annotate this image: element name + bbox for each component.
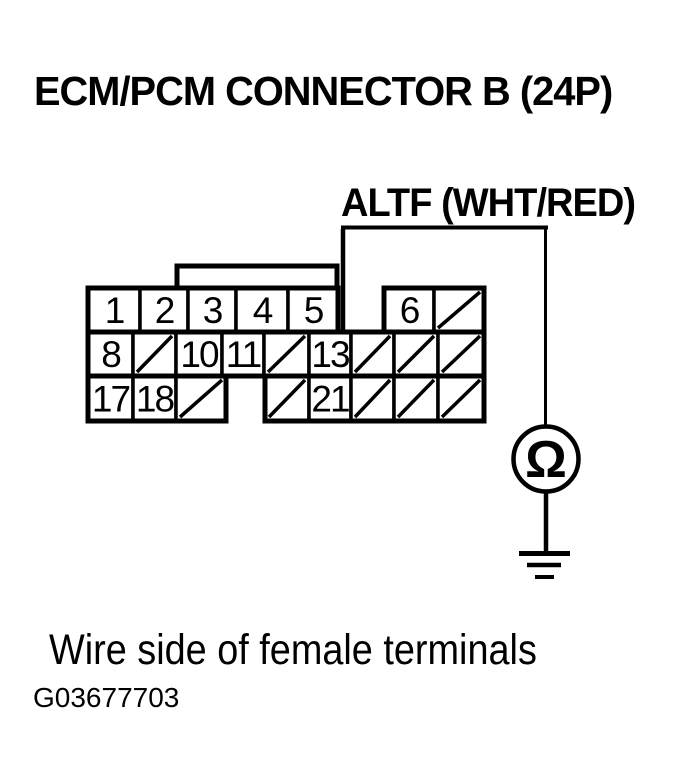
no-terminal-slash [353,378,392,419]
no-terminal-slash [267,378,307,419]
no-terminal-slash [353,334,392,374]
no-terminal-slash [436,290,482,330]
figure-id: G03677703 [33,682,180,713]
no-terminal-slash [396,378,436,419]
pin-cell [174,330,224,378]
pin-number: 8 [101,334,120,375]
ground-symbol [519,551,570,579]
pin-number: 17 [92,379,130,420]
page-title: ECM/PCM CONNECTOR B (24P) [34,68,613,114]
pin-number: 11 [226,334,261,375]
pin-number: 21 [311,379,349,420]
ohmmeter-symbol: Ω [511,424,581,494]
no-terminal-slash [178,378,224,419]
pin-number: 2 [155,290,174,331]
no-terminal-slash [396,334,436,374]
no-terminal-slash [440,378,482,419]
pin-number: 13 [311,334,349,375]
no-terminal-slash [440,334,482,374]
pin-cell [307,374,353,423]
altf-wire [340,225,548,426]
pin-number: 3 [203,290,222,331]
wire-circuit-label: ALTF (WHT/RED) [341,181,636,225]
pin-number: 5 [304,290,324,331]
no-terminal-slash [266,334,307,374]
pin-number: 18 [136,379,174,420]
no-terminal-slash [135,334,174,374]
connector-block-outline [85,373,229,424]
pin-number: 4 [253,290,273,331]
connector-block-outline [262,373,487,424]
ohm-omega-glyph: Ω [525,431,567,489]
figure-caption: Wire side of female terminals [49,626,537,674]
pin-number: 1 [105,290,124,331]
pin-number: 6 [400,290,419,331]
pin-number: 10 [180,334,219,375]
